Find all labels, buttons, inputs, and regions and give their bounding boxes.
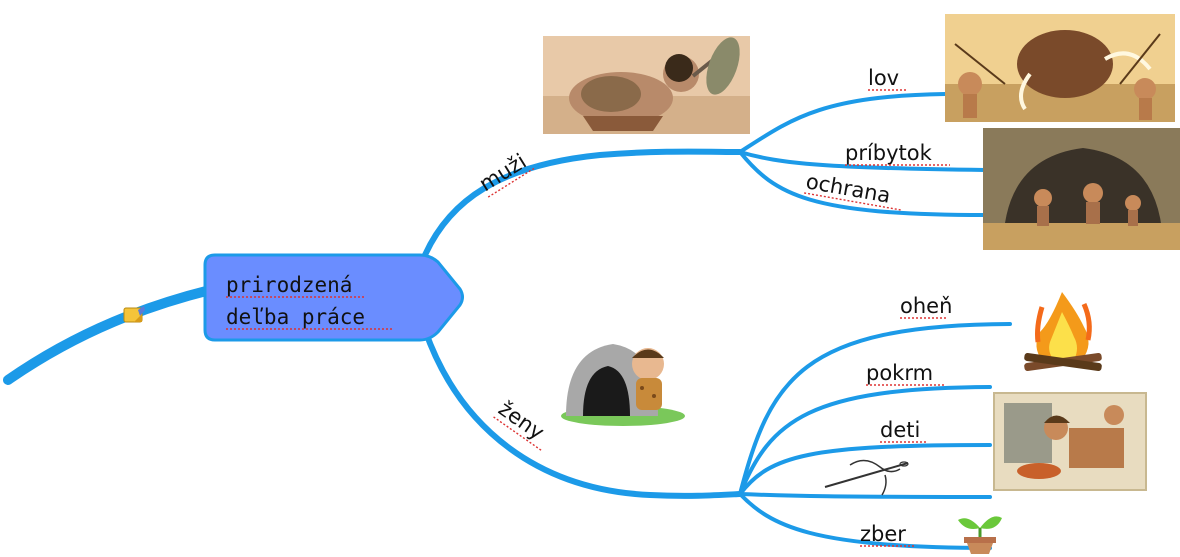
subtopic-deti[interactable]: deti [880,418,920,442]
branch-label-men[interactable]: muži [475,149,531,196]
subtopic-pribytok[interactable]: príbytok [845,141,933,165]
cavewoman-cave-image [561,344,685,426]
caveman-club-image [543,36,750,134]
central-topic-line1: prirodzená [226,273,352,297]
sub-branch-lov [738,92,947,154]
subtopic-ohen[interactable]: oheň [900,294,952,318]
note-icon[interactable] [123,306,145,323]
central-topic[interactable]: prirodzená deľba práce [203,253,464,342]
cave-family-image [983,128,1180,250]
sub-branch-zber [738,492,992,550]
parent-branch [3,285,215,385]
plant-pot-image [958,516,1002,554]
sub-branch-pokrm [738,385,992,496]
sub-branch-pribytok [738,150,987,172]
campfire-image [1024,292,1102,372]
sub-branch-deti [738,443,992,496]
subtopic-zber[interactable]: zber [860,522,906,546]
sub-branch-needle [738,492,992,499]
branch-men [422,148,743,258]
cave-cooking-image [993,392,1147,491]
sub-branch-ohen [738,322,1012,496]
branch-women [422,327,743,499]
branch-label-women[interactable]: ženy [494,396,548,444]
needle-thread-image [824,459,909,496]
subtopic-lov[interactable]: lov [868,66,899,90]
subtopic-pokrm[interactable]: pokrm [866,361,933,385]
sub-branch-ochrana [738,150,987,217]
mammoth-hunt-image [945,14,1175,122]
central-topic-line2: deľba práce [226,305,365,329]
